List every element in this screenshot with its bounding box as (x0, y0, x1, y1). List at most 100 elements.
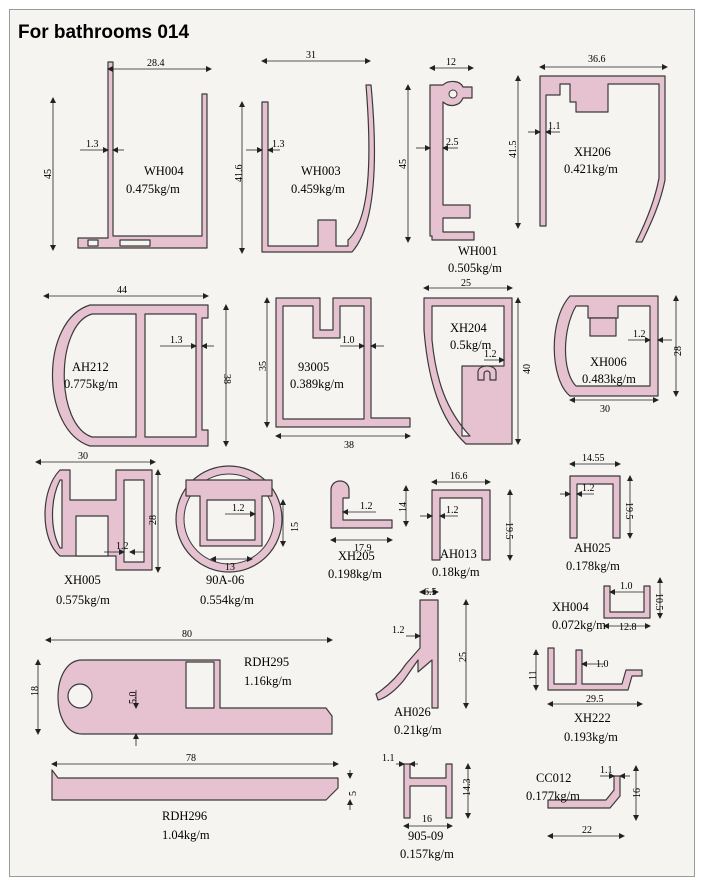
profile-ah025: 14.55 19.5 1.2 AH025 0.178kg/m (560, 453, 634, 573)
rdh296-weight: 1.04kg/m (162, 828, 210, 842)
xh004-code: XH004 (552, 600, 590, 614)
profile-xh222: 29.5 11 1.0 XH222 0.193kg/m (528, 647, 643, 744)
xh222-code: XH222 (574, 711, 611, 725)
profile-90a-06: 13 15 1.2 90A-06 0.554kg/m (175, 465, 301, 607)
ah025-dim-height: 19.5 (623, 502, 634, 520)
profile-xh222-shape (547, 647, 643, 691)
ah212-code: AH212 (72, 360, 109, 374)
rdh295-dim-width: 80 (182, 629, 192, 640)
ah025-dim-wall: 1.2 (582, 483, 595, 494)
93005-dim-wall: 1.0 (342, 335, 355, 346)
wh003-dim-width: 31 (306, 50, 316, 61)
xh204-weight: 0.5kg/m (450, 338, 492, 352)
profile-ah026-shape (375, 599, 439, 709)
xh204-dim-height: 40 (522, 364, 533, 374)
profile-ah013: 16.6 19.5 1.2 AH013 0.18kg/m (420, 471, 514, 579)
xh004-dim-width: 12.8 (619, 622, 637, 633)
ah026-dim-wall: 1.2 (392, 625, 405, 636)
905-09-weight: 0.157kg/m (400, 847, 454, 861)
profile-xh205-shape (330, 480, 393, 529)
xh204-code: XH204 (450, 321, 488, 335)
xh206-dim-width: 36.6 (588, 54, 606, 65)
profile-wh004-shape (77, 61, 208, 249)
cc012-dim-height: 16 (632, 788, 643, 798)
cc012-dim-wall: 1.1 (600, 765, 613, 776)
profile-905-09: 16 14.3 1.1 905-09 0.157kg/m (382, 753, 473, 861)
profile-xh206-shape (539, 75, 666, 243)
xh222-dim-width: 29.5 (586, 694, 604, 705)
cc012-code: CC012 (536, 771, 571, 785)
profile-ah025-shape (569, 475, 621, 539)
ah212-dim-width: 44 (117, 285, 127, 296)
ah013-weight: 0.18kg/m (432, 565, 480, 579)
xh204-dim-wall: 1.2 (484, 349, 497, 360)
xh205-code: XH205 (338, 549, 375, 563)
profile-cc012: 22 16 1.1 CC012 0.177kg/m (526, 765, 643, 839)
905-09-dim-width: 16 (422, 814, 432, 825)
wh001-dim-height: 45 (398, 159, 409, 169)
profile-rdh296-shape (51, 769, 339, 801)
rdh296-dim-height: 5 (348, 791, 359, 796)
profile-93005: 38 35 1.0 93005 0.389kg/m (258, 297, 411, 451)
ah013-dim-wall: 1.2 (446, 505, 459, 516)
wh003-weight: 0.459kg/m (291, 182, 345, 196)
ah025-weight: 0.178kg/m (566, 559, 620, 573)
wh003-dim-wall: 1.3 (272, 139, 285, 150)
xh004-dim-wall: 1.0 (620, 581, 633, 592)
rdh296-dim-width: 78 (186, 753, 196, 764)
xh005-dim-height: 28 (148, 515, 159, 525)
profile-905-09-shape (403, 763, 453, 819)
xh004-dim-height: 10.5 (653, 593, 664, 611)
ah013-dim-height: 19.5 (503, 522, 514, 540)
wh001-weight: 0.505kg/m (448, 261, 502, 275)
xh222-dim-wall: 1.0 (596, 659, 609, 670)
xh205-dim-width: 17.9 (354, 543, 372, 554)
wh003-dim-height: 41.6 (234, 165, 245, 183)
905-09-code: 905-09 (408, 829, 443, 843)
ah026-dim-height: 25 (458, 652, 469, 662)
xh006-code: XH006 (590, 355, 627, 369)
xh006-weight: 0.483kg/m (582, 372, 636, 386)
profile-wh001: 12 45 2.5 WH001 0.505kg/m (398, 57, 502, 275)
xh206-weight: 0.421kg/m (564, 162, 618, 176)
xh205-weight: 0.198kg/m (328, 567, 382, 581)
905-09-dim-wall: 1.1 (382, 753, 395, 764)
wh001-dim-width: 12 (446, 57, 456, 68)
wh004-dim-width: 28.4 (147, 58, 165, 69)
xh205-dim-wall: 1.2 (360, 501, 373, 512)
profile-xh006: 30 28 1.2 XH006 0.483kg/m (553, 295, 684, 415)
ah212-dim-wall: 1.3 (170, 335, 183, 346)
profile-xh205: 17.9 14 1.2 XH205 0.198kg/m (328, 480, 409, 581)
ah026-dim-width: 6.5 (424, 587, 437, 598)
xh006-dim-width: 30 (600, 404, 610, 415)
wh004-dim-height: 45 (43, 169, 54, 179)
xh006-dim-wall: 1.2 (633, 329, 646, 340)
93005-weight: 0.389kg/m (290, 377, 344, 391)
page-title: For bathrooms 014 (18, 22, 190, 43)
90a-06-code: 90A-06 (206, 573, 244, 587)
xh206-dim-height: 41.5 (508, 141, 519, 159)
profile-ah026: 6.5 25 1.2 AH026 0.21kg/m (375, 587, 469, 737)
xh006-dim-height: 28 (673, 346, 684, 356)
xh205-dim-height: 14 (398, 502, 409, 512)
profile-wh003: 31 41.6 1.3 WH003 0.459kg/m (234, 50, 376, 254)
profile-ah212: 44 38 1.3 AH212 0.775kg/m (43, 285, 232, 447)
profile-xh204: 25 40 1.2 XH204 0.5kg/m (423, 278, 533, 445)
90a-06-weight: 0.554kg/m (200, 593, 254, 607)
wh004-weight: 0.475kg/m (126, 182, 180, 196)
xh005-weight: 0.575kg/m (56, 593, 110, 607)
profile-wh003-shape (261, 84, 376, 253)
profile-wh001-shape (429, 80, 475, 241)
cc012-dim-width: 22 (582, 825, 592, 836)
rdh296-code: RDH296 (162, 809, 207, 823)
93005-dim-height: 35 (258, 361, 269, 371)
profile-rdh295: 80 18 5.0 RDH295 1.16kg/m (30, 629, 333, 746)
ah025-code: AH025 (574, 541, 611, 555)
wh001-dim-wall: 2.5 (446, 137, 459, 148)
ah026-code: AH026 (394, 705, 431, 719)
xh005-dim-width: 30 (78, 451, 88, 462)
profile-wh004: 28.4 45 1.3 WH004 0.475kg/m (43, 58, 212, 251)
wh001-code: WH001 (458, 244, 498, 258)
ah013-code: AH013 (440, 547, 477, 561)
